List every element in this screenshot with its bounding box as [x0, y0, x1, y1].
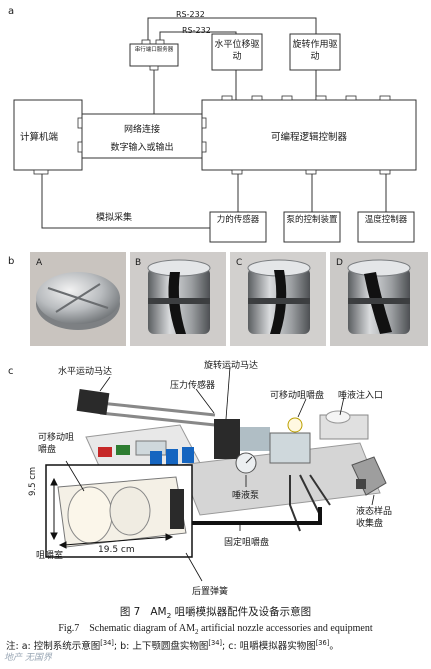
- ref-b: [34]: [208, 638, 223, 647]
- plc-label: 可编程逻辑控制器: [270, 132, 347, 143]
- saliva-in-label: 唾液注入口: [338, 391, 384, 401]
- disc-photos: [30, 252, 428, 346]
- serial-server-label: 串行端口服务器: [134, 47, 174, 53]
- movable-top-label: 可移动咀嚼盘: [270, 391, 325, 401]
- pressure-label: 压力传感器: [170, 381, 216, 391]
- caption-note: 注: a: 控制系统示意图[34]; b: 上下颚圆盘实物图[34]; c: 咀…: [6, 638, 431, 652]
- temp-label: 温度控制器: [364, 215, 408, 225]
- r-motor-label: 旋转运动马达: [204, 361, 259, 371]
- watermark: 地产 无国界: [4, 653, 52, 663]
- caption-zh: 图 7 AM2 咀嚼模拟器配件及设备示意图: [0, 604, 431, 620]
- analog-label: 模拟采集: [96, 213, 133, 223]
- photo-a-label: A: [36, 258, 43, 268]
- note-b: ; b: 上下颚圆盘实物图: [113, 641, 209, 652]
- pump-label: 泵的控制装置: [286, 215, 338, 225]
- rs232-mid-label: RS-232: [182, 26, 211, 35]
- h-motor-label: 水平运动马达: [58, 367, 113, 377]
- caption-zh-sub: 2: [166, 611, 172, 621]
- digital-io-label: 数字输入或输出: [110, 143, 174, 153]
- chamber-label: 咀嚼室: [36, 551, 64, 561]
- fixed-plate-label: 固定咀嚼盘: [224, 538, 270, 548]
- photo-b-label: B: [135, 258, 142, 268]
- caption-zh-rest: 咀嚼模拟器配件及设备示意图: [171, 606, 312, 618]
- panel-c-letter: c: [8, 366, 14, 377]
- ref-a: [34]: [100, 638, 114, 647]
- saliva-pump-label: 唾液泵: [232, 491, 260, 501]
- panel-b-letter: b: [8, 256, 15, 267]
- rotation-drive-label: 旋转作用驱动: [292, 40, 338, 62]
- collector-label: 液态样品收集盘: [356, 507, 393, 529]
- photo-c-label: C: [236, 258, 243, 268]
- panel-a-letter: a: [8, 6, 15, 17]
- caption-en: Fig.7 Schematic diagram of AM2 artificia…: [0, 623, 431, 636]
- horizontal-drive-label: 水平位移驱动: [214, 40, 260, 62]
- force-sensor-label: 力的传感器: [216, 215, 260, 225]
- note-a: 注: a: 控制系统示意图: [6, 641, 101, 652]
- rs232-top-label: RS-232: [176, 10, 205, 19]
- rear-spring-label: 后置弹簧: [192, 587, 229, 597]
- caption-en-rest: artificial nozzle accessories and equipm…: [198, 623, 373, 634]
- note-end: 。: [329, 641, 339, 652]
- caption-en-sub: 2: [195, 628, 199, 636]
- caption-zh-prefix: 图 7: [119, 606, 141, 618]
- dim-width-label: 19.5 cm: [98, 545, 135, 555]
- equipment-render: [45, 366, 387, 582]
- network-label: 网络连接: [123, 125, 160, 135]
- horizontal-drive-block: [211, 33, 263, 71]
- caption-en-main: Schematic diagram of AM: [89, 623, 196, 634]
- movable-left-label: 可移动咀嚼盘: [38, 433, 75, 455]
- caption-en-prefix: Fig.7: [58, 623, 80, 634]
- dim-height-label: 9.5 cm: [28, 466, 38, 496]
- ref-c: [36]: [315, 638, 330, 647]
- computer-label: 计算机端: [20, 132, 59, 143]
- note-c: ; c: 咀嚼模拟器实物图: [222, 641, 316, 652]
- photo-d-label: D: [336, 258, 343, 268]
- control-system-diagram: [13, 17, 417, 243]
- caption-zh-main: AM: [150, 606, 167, 618]
- rotation-drive-block: [289, 33, 341, 71]
